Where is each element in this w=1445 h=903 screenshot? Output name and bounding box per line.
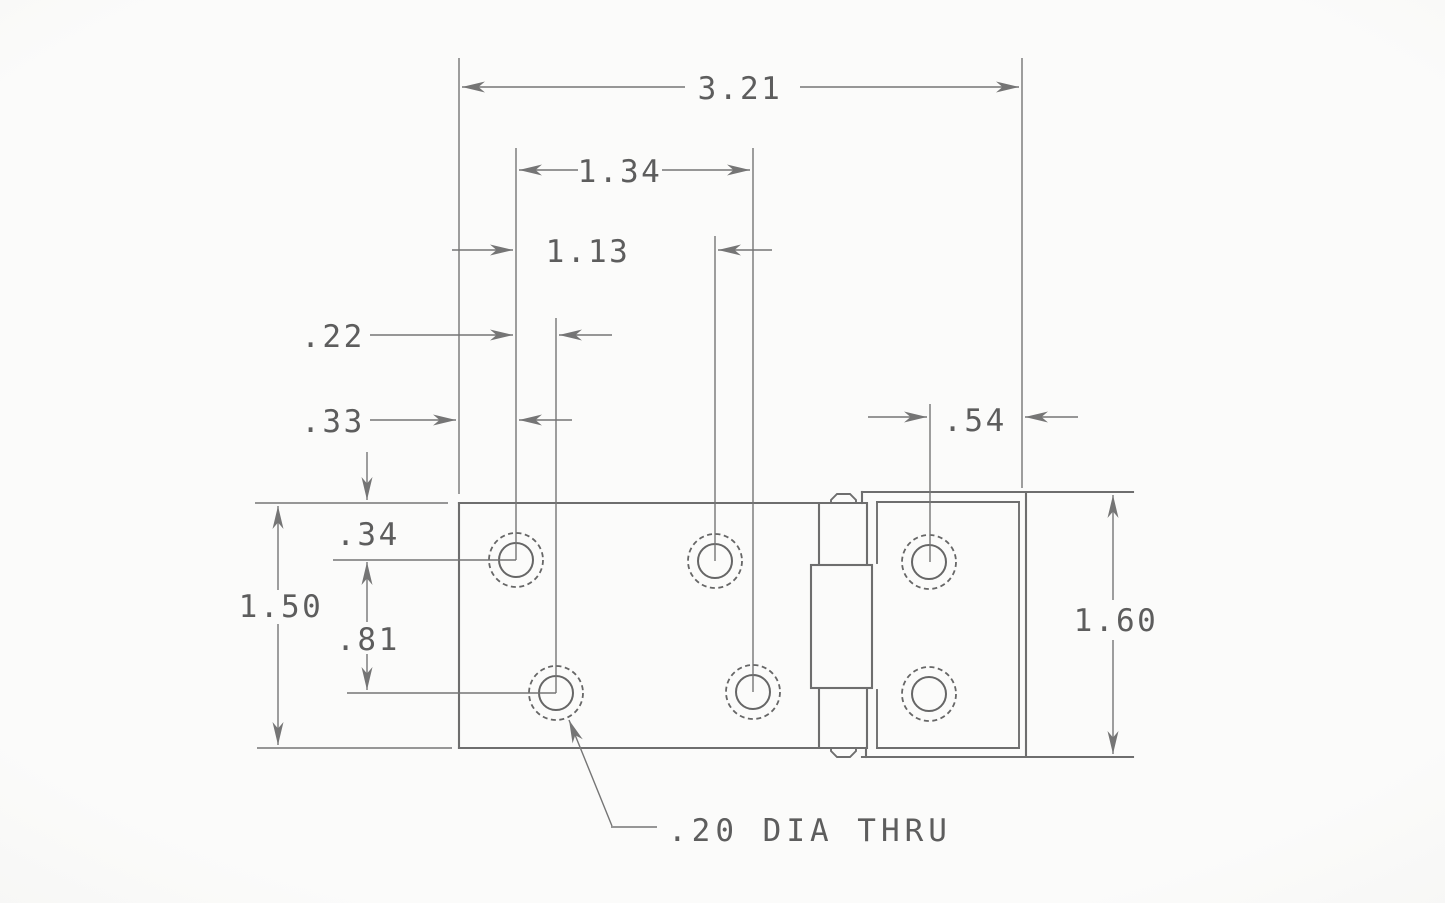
dimension-upper-hole-span: 1.13 [452,234,772,270]
pin-end-bottom [830,747,857,758]
dim-label-hole-row-spacing: .81 [336,622,400,658]
dimension-right-leaf-height: 1.60 [1074,495,1159,754]
hole-upper-right [901,534,957,590]
extension-lines [255,58,1023,749]
left-leaf [457,501,822,750]
dim-label-lower-hole-span: 1.34 [578,154,663,190]
dimension-hole-to-right-edge: .54 [868,403,1078,439]
dimension-left-leaf-height: 1.50 [239,506,324,745]
dim-label-top-to-first-row: .34 [336,517,400,553]
hole-lower-right [901,666,957,722]
right-leaf [860,490,1135,759]
dimension-overall-width: 3.21 [462,71,1019,107]
dimension-edge-to-first-hole: .33 [301,404,572,440]
dim-label-upper-hole-span: 1.13 [546,234,631,270]
dimension-hole-column-offset: .22 [301,319,612,355]
hinge-pin-ends [830,493,857,758]
hole-note-label: .20 DIA THRU [668,813,952,849]
dim-label-right-leaf-height: 1.60 [1074,603,1159,639]
hole-note: .20 DIA THRU [568,719,952,849]
dimension-lower-hole-span: 1.34 [519,154,750,190]
dim-label-edge-to-first-hole: .33 [301,404,365,440]
pin-end-top [830,493,857,504]
knuckle-bottom [817,686,869,750]
right-leaf-inner-face [876,501,1020,749]
dim-label-overall-width: 3.21 [698,71,783,107]
knuckle-top [817,501,869,567]
dim-label-hole-to-right-edge: .54 [943,403,1007,439]
knuckle-middle [809,563,874,690]
dimension-hole-row-spacing: .81 [336,622,400,690]
dimension-top-to-first-row: .34 [336,452,400,622]
dim-label-hole-column-offset: .22 [301,319,365,355]
hole-note-leader [568,719,613,827]
hinge-knuckles [809,501,874,750]
dim-label-left-leaf-height: 1.50 [239,589,324,625]
